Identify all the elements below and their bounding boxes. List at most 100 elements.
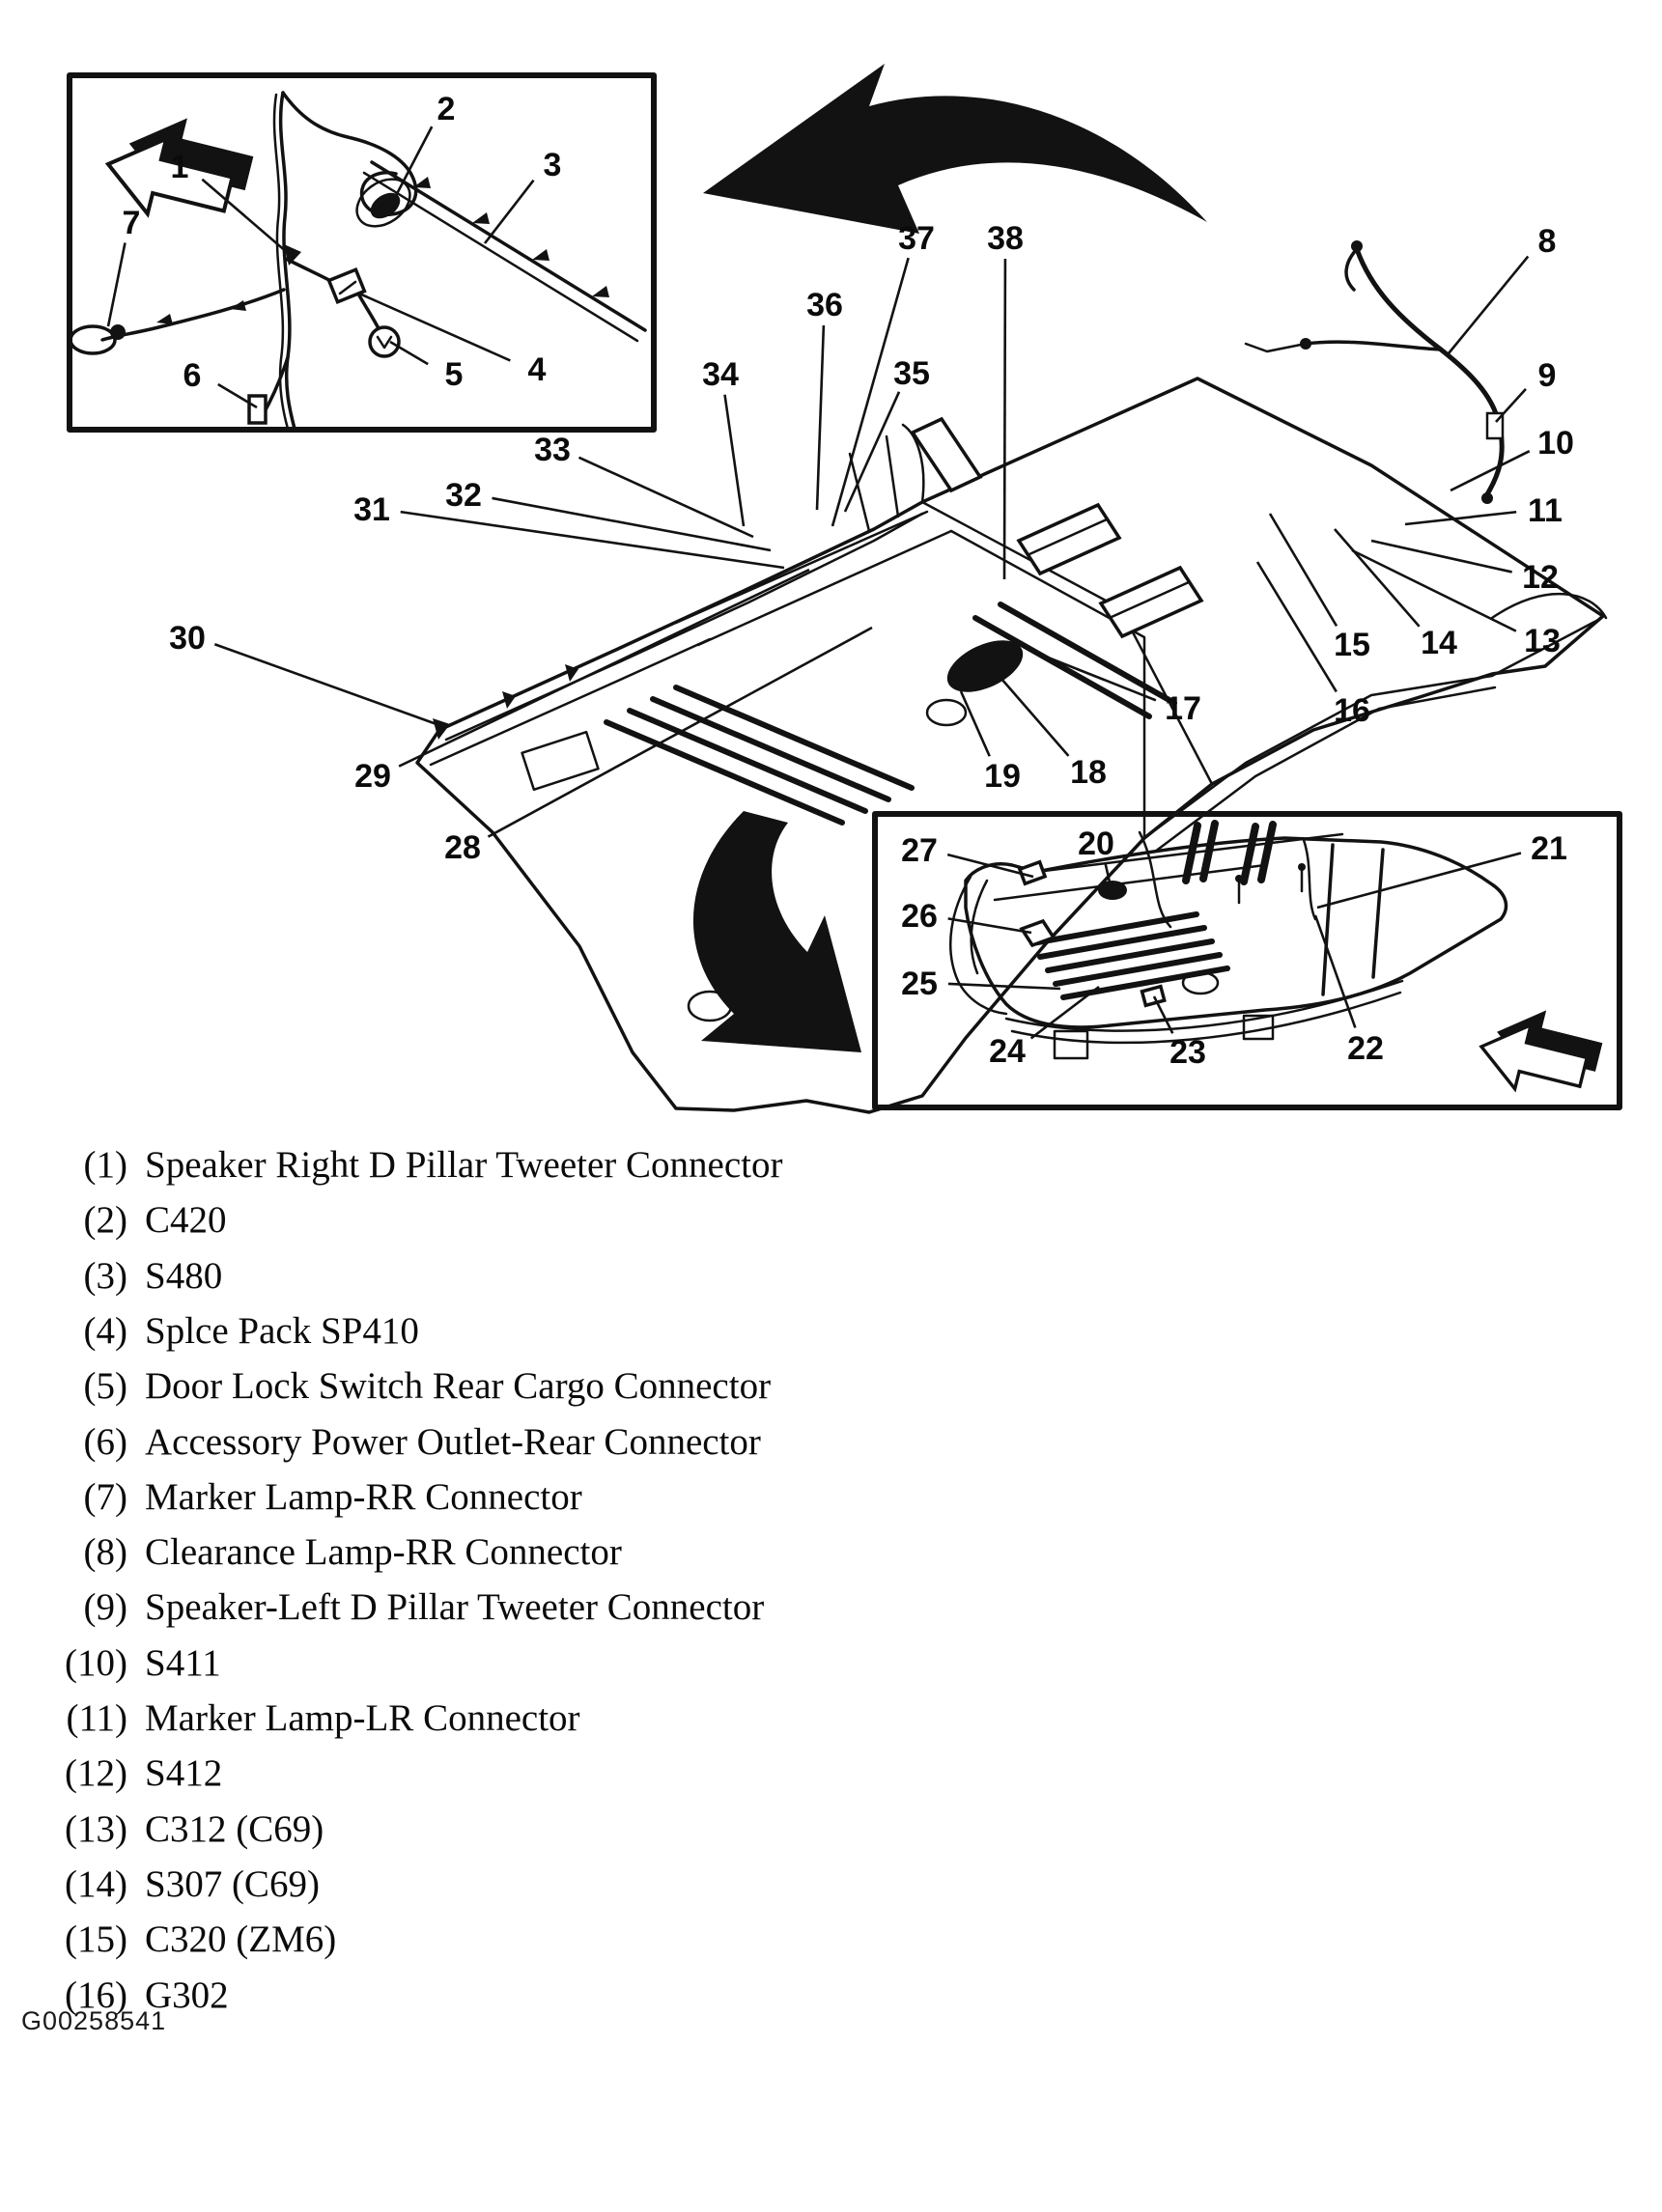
inset-rear-underbody (872, 811, 1622, 1110)
legend-item: (6) Accessory Power Outlet-Rear Connector (0, 1414, 761, 1470)
callout-label-38: 38 (987, 220, 1024, 257)
callout-label-34: 34 (702, 356, 739, 393)
legend-item: (9) Speaker-Left D Pillar Tweeter Connect… (0, 1580, 765, 1635)
legend-item: (16) G302 (0, 1968, 229, 2023)
callout-leader-33 (577, 456, 754, 539)
callout-label-11: 11 (1528, 492, 1563, 529)
callout-leader-28 (487, 626, 873, 838)
callout-label-16: 16 (1334, 692, 1370, 729)
legend-item: (13) C312 (C69) (0, 1802, 324, 1857)
callout-leader-19 (959, 690, 991, 757)
callout-label-26: 26 (901, 898, 938, 935)
legend-item: (15)C320 (ZM6) (0, 1912, 336, 1967)
inset1-border (67, 72, 657, 433)
legend-item: (5)Door Lock Switch Rear Cargo Connector (0, 1358, 772, 1414)
callout-leader-8 (1447, 255, 1530, 354)
legend-item-label: Marker Lamp-RR Connector (145, 1475, 582, 1518)
callout-leader-38 (1002, 258, 1007, 580)
callout-label-31: 31 (353, 491, 390, 528)
legend-item: (1)Speaker Right D Pillar Tweeter Connec… (0, 1137, 783, 1192)
legend-item-number: (7) (83, 1475, 127, 1518)
callout-leader-21 (1316, 852, 1522, 910)
callout-label-37: 37 (898, 220, 935, 257)
callout-label-32: 32 (445, 477, 482, 514)
legend-item-label: Splce Pack SP410 (145, 1309, 419, 1352)
callout-leader-18 (1000, 678, 1070, 757)
callout-label-9: 9 (1538, 357, 1557, 394)
legend-item-number: (2) (83, 1199, 127, 1242)
callout-label-8: 8 (1538, 223, 1557, 260)
callout-leader-22 (1313, 914, 1357, 1028)
marker-lamp-rr-loop (69, 324, 117, 355)
legend-item-number: (14) (65, 1862, 127, 1905)
legend-item-label: Accessory Power Outlet-Rear Connector (145, 1420, 761, 1463)
callout-leader-26 (947, 917, 1032, 935)
legend-item-number: (4) (83, 1309, 127, 1352)
legend-item: (8)Clearance Lamp-RR Connector (0, 1525, 622, 1580)
direction-arrow-icon (104, 118, 254, 218)
callout-leader-3 (483, 179, 535, 244)
callout-leader-13 (1351, 548, 1517, 632)
callout-leader-30 (213, 643, 437, 726)
clip-target-27 (1017, 859, 1048, 886)
callout-label-20: 20 (1078, 826, 1114, 862)
legend-item-label: C420 (145, 1199, 227, 1242)
callout-label-23: 23 (1169, 1034, 1206, 1071)
splice-pack-sp410 (326, 266, 367, 305)
legend-item: (14)S307 (C69) (0, 1857, 320, 1912)
legend-item-number: (15) (65, 1918, 127, 1961)
floor-pan-outline (415, 377, 1605, 1114)
callout-leader-17 (1028, 648, 1157, 702)
legend-item-number: (11) (66, 1697, 127, 1739)
floor-pan-art (415, 240, 1608, 1114)
tweeter-connector-right (284, 244, 301, 266)
direction-arrow-icon (1479, 1010, 1603, 1093)
callout-leader-11 (1404, 510, 1517, 526)
legend-item: (12) S412 (0, 1746, 222, 1801)
legend-item-label: Speaker Right D Pillar Tweeter Connector (145, 1144, 783, 1186)
legend-item-label: S480 (145, 1254, 223, 1297)
inset1-harness-art (69, 91, 647, 431)
legend-item-number: (12) (65, 1752, 127, 1795)
callout-label-19: 19 (984, 758, 1021, 795)
callout-leader-7 (106, 242, 127, 327)
callout-leader-4 (358, 292, 511, 362)
legend-item-label: Speaker-Left D Pillar Tweeter Connector (145, 1586, 765, 1629)
callout-leader-9 (1495, 388, 1527, 423)
legend-item-number: (6) (83, 1420, 127, 1463)
legend-item-number: (10) (65, 1641, 127, 1684)
legend-item: (7) Marker Lamp-RR Connector (0, 1470, 582, 1525)
legend-item-label: Clearance Lamp-RR Connector (145, 1531, 622, 1574)
legend-item-number: (3) (83, 1254, 127, 1297)
legend-item-number: (13) (65, 1807, 127, 1850)
callout-label-3: 3 (544, 147, 562, 183)
legend-item-number: (16) (65, 1974, 127, 2016)
callout-leader-1 (201, 178, 289, 254)
curved-arrow-bottom-icon (692, 811, 861, 1052)
legend-item: (10) S411 (0, 1636, 221, 1691)
legend-item-label: C312 (C69) (145, 1807, 324, 1850)
callout-label-25: 25 (901, 966, 938, 1002)
callout-label-6: 6 (183, 357, 202, 394)
callout-label-12: 12 (1522, 559, 1559, 596)
callout-leader-10 (1450, 450, 1531, 492)
legend-item-number: (5) (83, 1365, 127, 1408)
callout-leader-25 (947, 982, 1061, 991)
callout-leader-20 (1104, 862, 1113, 887)
grommet-target-20 (1098, 881, 1127, 900)
callout-leader-12 (1370, 539, 1512, 574)
legend-item-label: G302 (145, 1974, 229, 2016)
callout-leader-31 (400, 510, 785, 570)
legend-item-label: S412 (145, 1752, 223, 1795)
callout-leader-27 (946, 853, 1034, 879)
legend-item: (11)Marker Lamp-LR Connector (0, 1691, 579, 1746)
legend-item-label: S411 (145, 1641, 221, 1684)
callout-leader-2 (386, 126, 434, 211)
callout-leader-5 (389, 340, 429, 366)
callout-label-10: 10 (1537, 425, 1574, 462)
callout-leader-16 (1255, 561, 1338, 693)
callout-label-5: 5 (445, 356, 464, 393)
callout-label-28: 28 (444, 829, 481, 866)
legend-item-number: (9) (83, 1586, 127, 1629)
